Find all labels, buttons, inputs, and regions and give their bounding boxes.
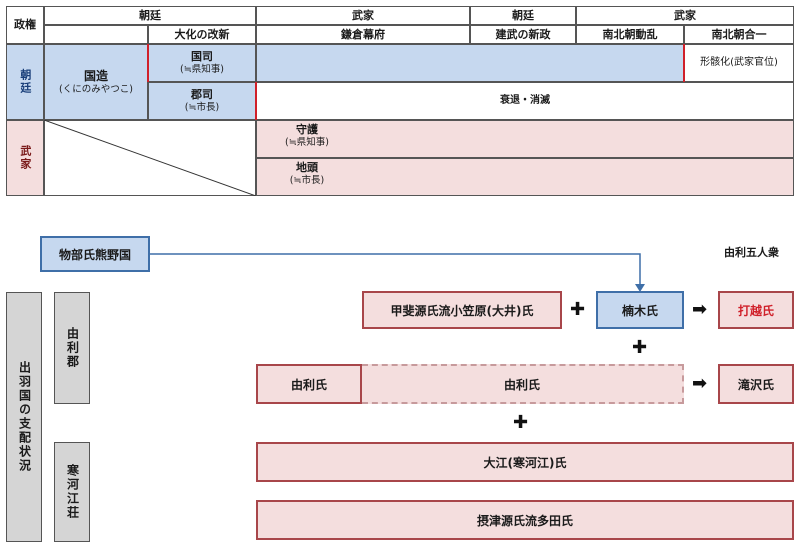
arrow-right-icon: ➡ [692,299,708,320]
subheader-nanboku-war: 南北朝動乱 [576,25,684,44]
yuri-clan-box: 由利氏 [256,364,362,404]
red-divider-formalized [683,44,685,82]
shugo-label: 守護 [296,123,318,136]
subheader-kenmu: 建武の新政 [470,25,576,44]
kunino-miyatsuko-label: 国造 [83,68,108,83]
shugo-note: (≒県知事) [285,136,329,148]
side-title-box: 出羽国の支配状況 [6,292,42,542]
header-court-2: 朝廷 [470,6,576,25]
gunji-label: 郡司 [191,88,213,102]
jito-cell: 地頭 (≒市長) [256,158,794,196]
subheader-blank [44,25,148,44]
gunji-cell: 郡司 (≒市長) [148,82,256,120]
kai-ogasawara-box: 甲斐源氏流小笠原(大井)氏 [362,291,562,329]
header-court-1: 朝廷 [44,6,256,25]
diagonal-line [44,120,256,196]
gunji-note: (≒市長) [184,101,220,113]
subheader-nanboku-unify: 南北朝合一 [684,25,794,44]
sagae-estate-box: 寒河江荘 [54,442,90,542]
yuri-district-box: 由利郡 [54,292,90,404]
kusunoki-box: 楠木氏 [596,291,684,329]
jito-text: 地頭 (≒市長) [257,161,357,187]
header-warrior-1: 武家 [256,6,470,25]
jito-note: (≒市長) [289,174,325,186]
sagae-estate-label: 寒河江荘 [65,464,80,520]
row-group-warrior-label: 武家 [18,145,32,171]
red-divider-kokushi [147,44,149,82]
corner-header: 政権 [6,6,44,44]
plus-icon: ✚ [632,337,648,358]
side-title-label: 出羽国の支配状況 [17,361,32,473]
row-group-court: 朝廷 [6,44,44,120]
corner-label: 政権 [14,18,36,32]
row-group-warrior: 武家 [6,120,44,196]
arrow-right-icon: ➡ [692,373,708,394]
red-divider-gunji [255,82,257,120]
yuri-district-label: 由利郡 [65,327,80,369]
uchikoshi-box: 打越氏 [718,291,794,329]
shugo-text: 守護 (≒県知事) [257,123,357,149]
subheader-kamakura: 鎌倉幕府 [256,25,470,44]
jito-label: 地頭 [296,161,318,174]
header-warrior-2: 武家 [576,6,794,25]
oe-box: 大江(寒河江)氏 [256,442,794,482]
plus-icon: ✚ [570,299,586,320]
mononobe-box: 物部氏熊野国 [40,236,150,272]
kokushi-cell: 国司 (≒県知事) [148,44,256,82]
subheader-taika: 大化の改新 [148,25,256,44]
yuri-five-label: 由利五人衆 [724,246,779,259]
kokushi-span [256,44,684,82]
kunino-miyatsuko-cell: 国造 (くにのみやつこ) [44,44,148,120]
yuri-clan-dashed-box: 由利氏 [362,364,684,404]
row-group-court-label: 朝廷 [18,69,32,95]
shugo-cell: 守護 (≒県知事) [256,120,794,158]
settsu-tada-box: 摂津源氏流多田氏 [256,500,794,540]
kunino-miyatsuko-reading: (くにのみやつこ) [59,83,133,95]
kokushi-label: 国司 [191,50,213,64]
plus-icon: ✚ [513,412,529,433]
kokushi-note: (≒県知事) [180,63,224,75]
empty-diagonal-cell [44,120,256,196]
takizawa-box: 滝沢氏 [718,364,794,404]
